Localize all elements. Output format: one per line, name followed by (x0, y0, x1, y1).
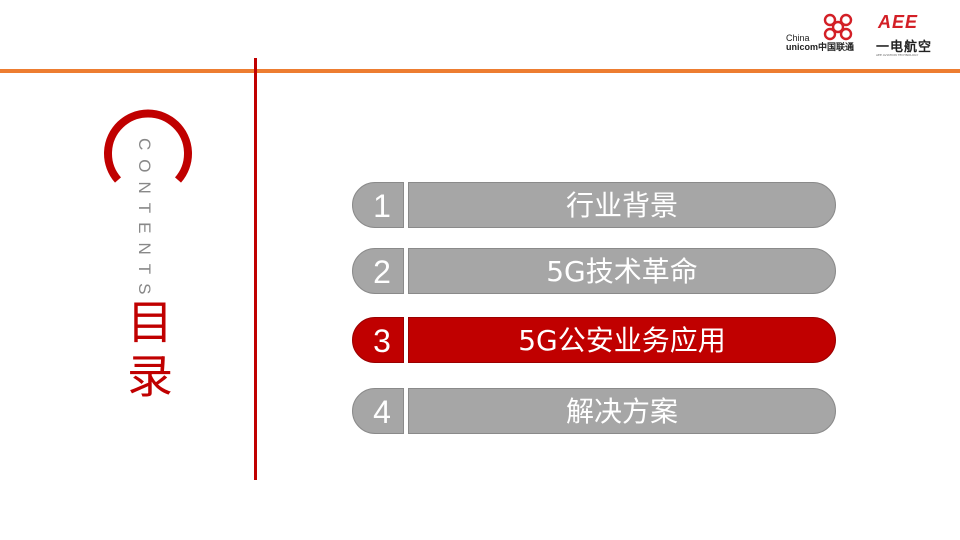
menu-item-label: 5G技术革命 (408, 248, 836, 294)
menu-item-number: 3 (352, 317, 404, 363)
header-logos: China unicom中国联通 AEE 一电航空 AEE AVIATION T… (786, 12, 946, 60)
menu-item-2[interactable]: 2 5G技术革命 (352, 248, 836, 294)
menu-item-4[interactable]: 4 解决方案 (352, 388, 836, 434)
contents-arc-icon (104, 109, 192, 183)
vertical-divider (254, 58, 257, 480)
menu-item-number: 2 (352, 248, 404, 294)
menu-item-3[interactable]: 3 5G公安业务应用 (352, 317, 836, 363)
menu-item-label: 解决方案 (408, 388, 836, 434)
aee-logo: AEE 一电航空 AEE AVIATION TECHNOLOGY (872, 12, 938, 58)
menu-item-1[interactable]: 1 行业背景 (352, 182, 836, 228)
contents-title-cn: 目录 (120, 298, 174, 406)
unicom-line1: China (786, 33, 810, 43)
menu-item-label: 5G公安业务应用 (408, 317, 836, 363)
menu-item-number: 1 (352, 182, 404, 228)
china-unicom-logo: China unicom中国联通 (786, 12, 864, 58)
unicom-knot-icon (823, 13, 853, 41)
menu-item-number: 4 (352, 388, 404, 434)
aee-mark: AEE (878, 12, 919, 32)
menu-item-label: 行业背景 (408, 182, 836, 228)
unicom-wordmark: China unicom中国联通 (786, 34, 854, 52)
header-divider (0, 69, 960, 73)
contents-title-en: CONTENTS (135, 138, 154, 304)
aee-en-name: AEE AVIATION TECHNOLOGY (876, 53, 919, 57)
aee-cn-name: 一电航空 (876, 40, 933, 55)
unicom-line2: unicom中国联通 (786, 42, 855, 52)
